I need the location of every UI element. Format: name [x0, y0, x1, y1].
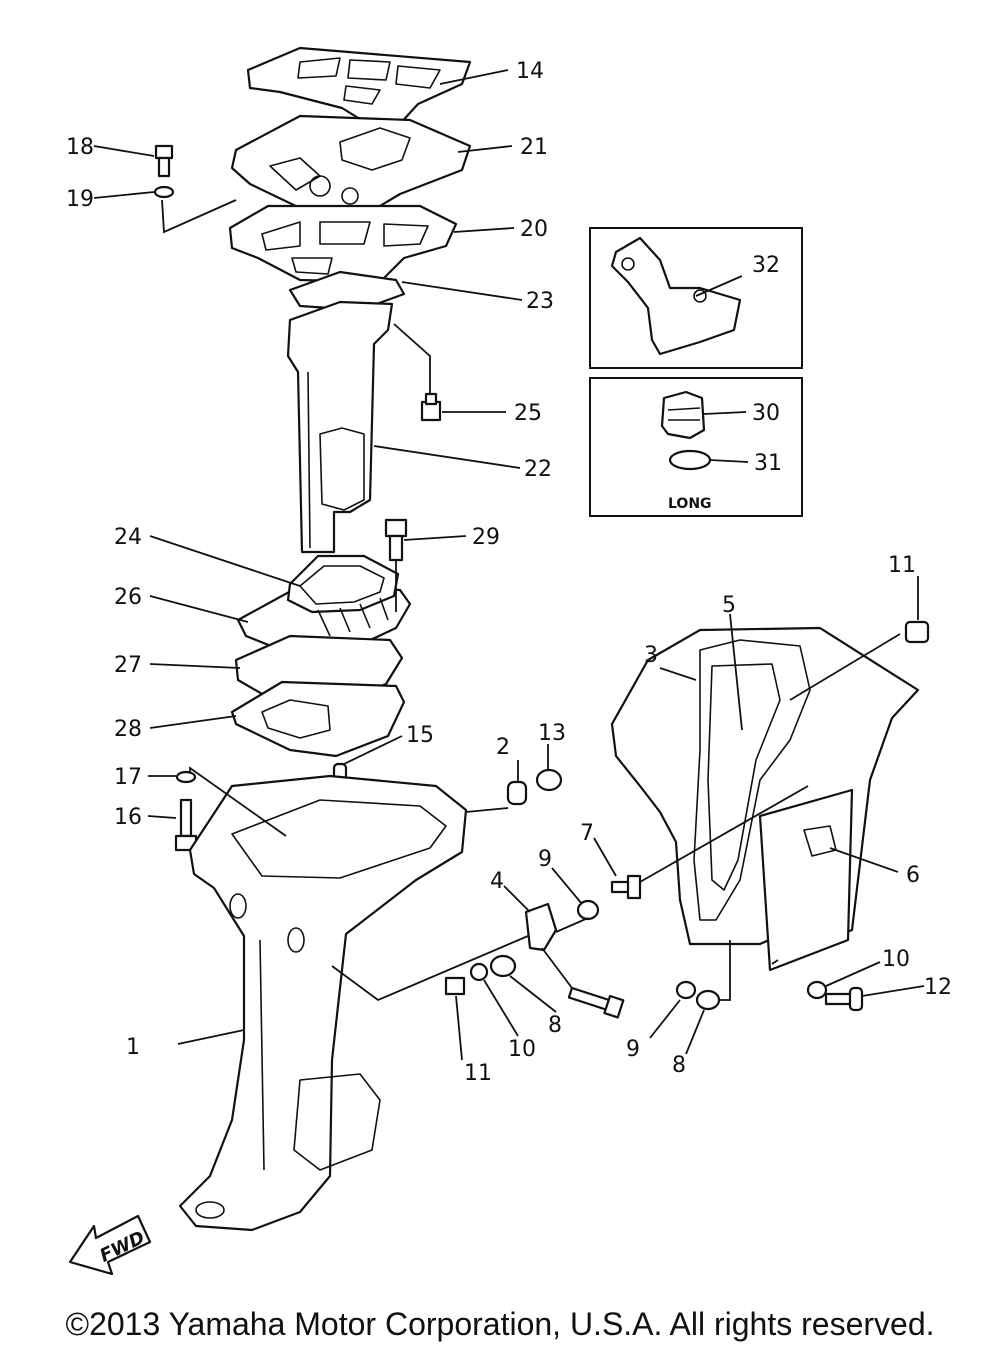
callout-32: 32 — [752, 253, 780, 278]
part-6-panel — [758, 788, 854, 972]
part-14-gasket — [246, 46, 472, 128]
callout-15: 15 — [406, 723, 434, 748]
callout-11-right: 11 — [888, 553, 916, 578]
part-12-screw — [824, 986, 864, 1012]
part-23-gasket — [288, 270, 406, 312]
part-9-bushing-a — [576, 899, 600, 921]
callout-30: 30 — [752, 401, 780, 426]
part-11-nut-b — [904, 620, 930, 644]
part-7-screw — [610, 874, 642, 900]
callout-1: 1 — [126, 1035, 140, 1060]
part-2-grommet — [506, 780, 528, 806]
part-long-bolt — [567, 986, 625, 1019]
callout-8-right: 8 — [672, 1053, 686, 1078]
callout-21: 21 — [520, 135, 548, 160]
callout-28: 28 — [114, 717, 142, 742]
part-10-washer-b — [806, 980, 828, 1000]
part-28-gasket — [230, 680, 406, 758]
part-9-bushing-b — [675, 980, 697, 1000]
part-22-exhaust-guide — [286, 300, 394, 554]
callout-7: 7 — [580, 821, 594, 846]
forward-direction-arrow: FWD — [68, 1214, 152, 1276]
callout-9-right: 9 — [626, 1037, 640, 1062]
callout-16: 16 — [114, 805, 142, 830]
part-29-bolt — [384, 518, 408, 562]
inset-long: LONG — [589, 377, 803, 517]
part-20-gasket — [228, 204, 458, 284]
callout-5: 5 — [722, 593, 736, 618]
callout-18: 18 — [66, 135, 94, 160]
inset-long-label: LONG — [668, 496, 712, 512]
callout-29: 29 — [472, 525, 500, 550]
callout-17: 17 — [114, 765, 142, 790]
callout-10-left: 10 — [508, 1037, 536, 1062]
callout-11-left: 11 — [464, 1061, 492, 1086]
part-25-nut — [420, 392, 442, 422]
callout-2: 2 — [496, 735, 510, 760]
callout-25: 25 — [514, 401, 542, 426]
part-8-grommet-b — [695, 989, 721, 1011]
part-18-bolt — [154, 144, 174, 178]
part-19-washer — [153, 185, 175, 199]
callout-4: 4 — [490, 869, 504, 894]
part-8-grommet-a — [489, 954, 517, 978]
callout-31: 31 — [754, 451, 782, 476]
part-13-cap — [535, 768, 563, 792]
exploded-parts-diagram: LONG — [66, 46, 952, 1276]
callout-27: 27 — [114, 653, 142, 678]
callout-20: 20 — [520, 217, 548, 242]
callout-26: 26 — [114, 585, 142, 610]
callout-12: 12 — [924, 975, 952, 1000]
callout-9-left: 9 — [538, 847, 552, 872]
part-11-nut-a — [444, 976, 466, 996]
callout-24: 24 — [114, 525, 142, 550]
callout-numbers: 14 21 18 19 20 23 25 22 32 30 31 29 24 2… — [66, 59, 952, 1086]
part-21-plate — [230, 114, 472, 220]
part-10-washer-a — [469, 962, 489, 982]
callout-22: 22 — [524, 457, 552, 482]
callout-6: 6 — [906, 863, 920, 888]
callout-3: 3 — [644, 643, 658, 668]
leader-lines — [93, 69, 925, 1061]
inset-32 — [589, 227, 803, 369]
callout-23: 23 — [526, 289, 554, 314]
callout-10-right: 10 — [882, 947, 910, 972]
part-4-bracket — [524, 902, 558, 952]
copyright-notice: ©2013 Yamaha Motor Corporation, U.S.A. A… — [65, 1306, 935, 1342]
callout-8-left: 8 — [548, 1013, 562, 1038]
callout-13: 13 — [538, 721, 566, 746]
callout-14: 14 — [516, 59, 544, 84]
part-1-upper-casing — [178, 774, 468, 1232]
callout-19: 19 — [66, 187, 94, 212]
part-16-bolt — [174, 798, 198, 852]
part-17-washer — [175, 770, 197, 784]
